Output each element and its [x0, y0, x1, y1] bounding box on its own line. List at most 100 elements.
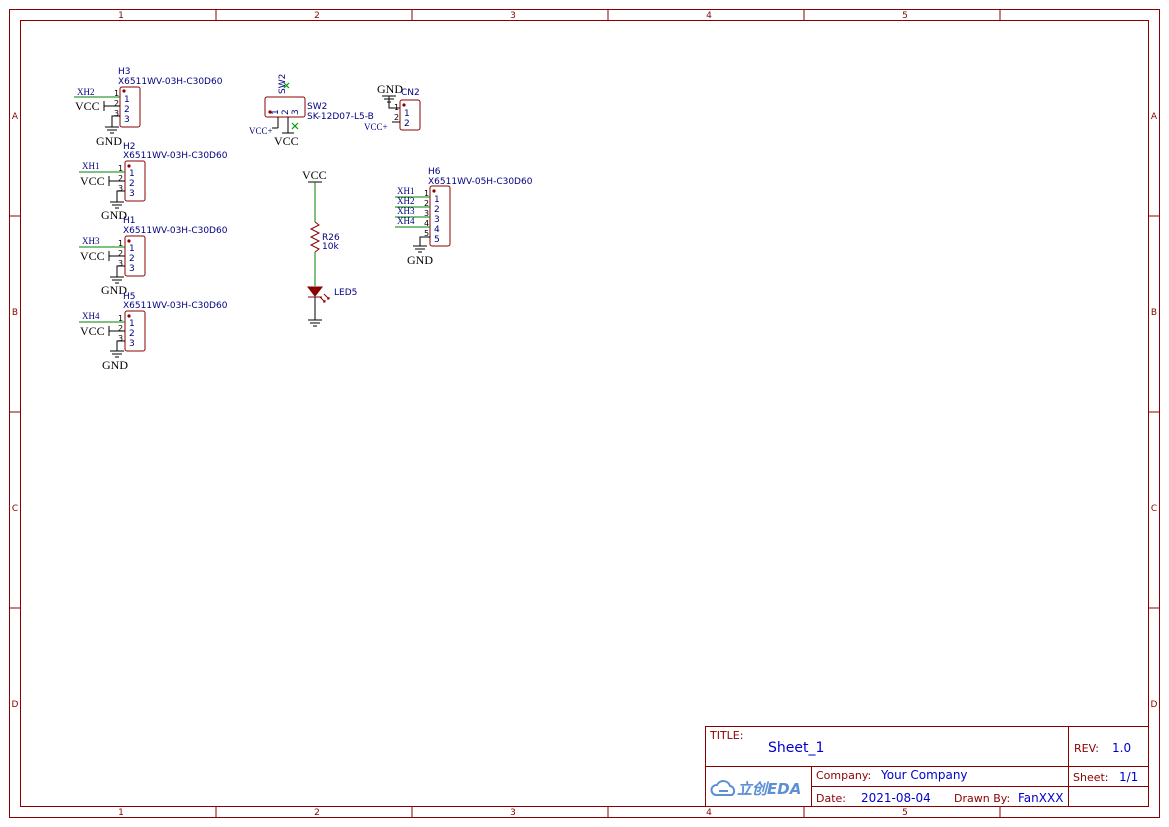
h2-pinnum-1: 1: [118, 164, 123, 173]
h1-pinnum-3: 3: [118, 259, 123, 268]
sheet-frame: 1 2 3 4 5 1 2 3 4 5 A B C D A B C D: [9, 9, 1160, 818]
h1-designator: H1: [123, 216, 136, 226]
led5-designator: LED5: [334, 288, 357, 298]
h2-pin-2: 2: [129, 179, 135, 189]
h5-pinnum-3: 3: [118, 334, 123, 343]
zone-row-a-right: A: [1151, 112, 1158, 122]
sheet-value: 1/1: [1119, 770, 1138, 784]
h1-gnd-label: GND: [101, 283, 127, 297]
sw2-part: SK-12D07-L5-B: [307, 112, 374, 122]
connector-h2[interactable]: H2 X6511WV-03H-C30D60 1 2 3 1 2 3 XH1 VC…: [79, 142, 228, 222]
zone-row-d-right: D: [1151, 700, 1158, 710]
h6-pinnum-3: 3: [424, 209, 429, 218]
resistor-r26[interactable]: VCC R26 10k: [302, 168, 340, 286]
h3-part: X6511WV-03H-C30D60: [118, 77, 223, 87]
h6-pinnum-4: 4: [424, 219, 429, 228]
switch-sw2[interactable]: 1 2 3 SW2 SW2 SK-12D07-L5-B VCC+ VCC: [249, 74, 374, 148]
h2-gnd-label: GND: [101, 208, 127, 222]
h6-part: X6511WV-05H-C30D60: [428, 177, 533, 187]
cn2-pinnum-2: 2: [394, 113, 399, 122]
h6-pin-1: 1: [434, 195, 440, 205]
h6-pinnum-5: 5: [424, 229, 429, 238]
title-value: Sheet_1: [768, 740, 824, 756]
h6-net-label-4: XH4: [397, 216, 415, 226]
h1-part: X6511WV-03H-C30D60: [123, 226, 228, 236]
r26-designator: R26: [322, 233, 340, 243]
h6-pinnum-1: 1: [424, 189, 429, 198]
zone-row-c-left: C: [12, 504, 18, 514]
h1-pin-2: 2: [129, 254, 135, 264]
cn2-pin-1: 1: [404, 109, 410, 119]
connector-h6[interactable]: H6 X6511WV-05H-C30D60 1 2 3 4 5 1 2 3 4 …: [395, 167, 533, 267]
h1-vcc-label: VCC: [80, 249, 105, 263]
h6-pin-4: 4: [434, 225, 440, 235]
connector-h3[interactable]: H3 X6511WV-03H-C30D60 1 2 3 1 2 3 XH2 VC…: [74, 67, 223, 148]
h3-pin-2: 2: [124, 105, 130, 115]
h3-net-label: XH2: [77, 87, 95, 97]
connector-h1[interactable]: H1 X6511WV-03H-C30D60 1 2 3 1 2 3 XH3 VC…: [79, 216, 228, 297]
h2-part: X6511WV-03H-C30D60: [123, 151, 228, 161]
cn2-pinnum-1: 1: [394, 103, 399, 112]
h6-pinnum-2: 2: [424, 199, 429, 208]
h3-pinnum-2: 2: [114, 99, 119, 108]
date-label: Date:: [816, 792, 846, 805]
cn2-designator: CN2: [401, 88, 420, 98]
h2-pin-1: 1: [129, 169, 135, 179]
zone-col-5-top: 5: [902, 11, 908, 21]
zone-row-c-right: C: [1151, 504, 1157, 514]
h5-pin-3: 3: [129, 339, 135, 349]
h1-pin-1: 1: [129, 244, 135, 254]
zone-col-4-bottom: 4: [706, 808, 712, 818]
title-block: TITLE: Sheet_1 REV: 1.0 Company: Your Co…: [705, 726, 1149, 807]
date-value: 2021-08-04: [861, 791, 931, 805]
h6-pin-3: 3: [434, 215, 440, 225]
h1-pin-3: 3: [129, 264, 135, 274]
h1-pinnum-1: 1: [118, 239, 123, 248]
h5-pinnum-1: 1: [118, 314, 123, 323]
h3-pin-1: 1: [124, 95, 130, 105]
sw2-pin-1: 1: [271, 109, 281, 115]
no-connect-icon: [291, 122, 299, 130]
zone-row-d-left: D: [12, 700, 19, 710]
h6-pin-5: 5: [434, 235, 440, 245]
h3-pinnum-1: 1: [114, 89, 119, 98]
sw2-vcc-label: VCC: [274, 134, 299, 148]
h6-net-label-1: XH1: [397, 186, 415, 196]
title-label: TITLE:: [709, 729, 743, 742]
sw2-pin-2: 2: [281, 109, 291, 115]
company-value: Your Company: [880, 768, 968, 782]
h3-designator: H3: [118, 67, 131, 77]
connector-cn2[interactable]: GND CN2 1 2 1 2 VCC+: [364, 82, 421, 132]
zone-row-a-left: A: [12, 112, 19, 122]
cn2-pin-2: 2: [404, 119, 410, 129]
drawn-by-label: Drawn By:: [954, 792, 1010, 805]
h5-pinnum-2: 2: [118, 324, 123, 333]
h5-part: X6511WV-03H-C30D60: [123, 301, 228, 311]
h6-gnd-label: GND: [407, 253, 433, 267]
lceda-logo: 立创EDA: [710, 780, 801, 798]
h3-vcc-label: VCC: [75, 99, 100, 113]
no-connect-icon: [283, 82, 290, 89]
zone-col-3-top: 3: [510, 11, 516, 21]
h1-pinnum-2: 2: [118, 249, 123, 258]
led-led5[interactable]: LED5: [306, 286, 357, 327]
light-emission-icon: [319, 293, 330, 303]
connector-h5[interactable]: H5 X6511WV-03H-C30D60 1 2 3 1 2 3 XH4 VC…: [79, 292, 228, 372]
sheet-label: Sheet:: [1073, 771, 1109, 784]
h1-net-label: XH3: [82, 236, 100, 246]
zone-col-5-bottom: 5: [902, 808, 908, 818]
rev-label: REV:: [1074, 742, 1099, 755]
sw2-vccplus-label: VCC+: [249, 126, 273, 136]
cn2-gnd-label: GND: [377, 82, 403, 96]
sw2-pin-3: 3: [291, 109, 301, 115]
h6-net-label-2: XH2: [397, 196, 415, 206]
drawn-by-value: FanXXX: [1018, 791, 1063, 805]
h2-pinnum-2: 2: [118, 174, 123, 183]
company-label: Company:: [816, 769, 871, 782]
h2-net-label: XH1: [82, 161, 100, 171]
zone-col-1-top: 1: [118, 11, 124, 21]
h2-pin-3: 3: [129, 189, 135, 199]
sw2-designator: SW2: [307, 102, 327, 112]
zone-row-b-left: B: [12, 308, 18, 318]
zone-col-1-bottom: 1: [118, 808, 124, 818]
